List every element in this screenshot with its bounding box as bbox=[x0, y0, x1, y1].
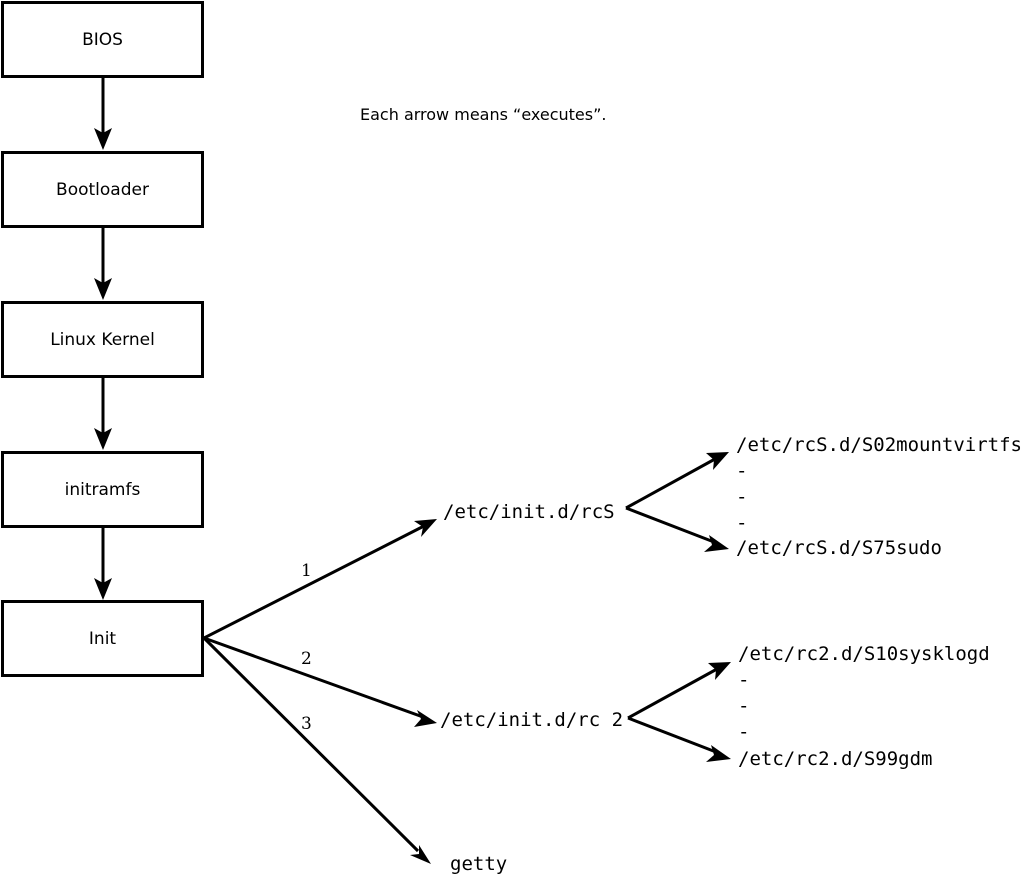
edge-kernel-to-initramfs bbox=[94, 377, 112, 450]
node-initramfs[interactable]: initramfs bbox=[1, 451, 204, 528]
boot-chain-group: BIOS Bootloader Linux Kernel bbox=[1, 1, 204, 677]
edge-label-3: 3 bbox=[301, 714, 312, 734]
init-fanout-group: 1 2 3 bbox=[202, 519, 437, 864]
node-init-box[interactable] bbox=[1, 600, 204, 677]
rcs-scripts-fanout: /etc/rcS.d/S02mountvirtfs - - - /etc/rcS… bbox=[625, 434, 1022, 559]
node-bios[interactable]: BIOS bbox=[1, 1, 204, 78]
edge-bootloader-to-kernel bbox=[94, 227, 112, 300]
rc2-script-first: /etc/rc2.d/S10sysklogd bbox=[738, 643, 990, 665]
rc2-ellipsis-dash-2: - bbox=[738, 695, 749, 717]
node-bootloader[interactable]: Bootloader bbox=[1, 151, 204, 228]
arrowhead-icon bbox=[704, 535, 729, 552]
edge-label-2: 2 bbox=[301, 649, 312, 669]
edge-rc2-to-first-script bbox=[627, 662, 731, 720]
node-linux-kernel-box[interactable] bbox=[1, 301, 204, 378]
node-initramfs-box[interactable] bbox=[1, 451, 204, 528]
edge-initramfs-to-init bbox=[94, 527, 112, 600]
arrowhead-icon bbox=[94, 278, 112, 300]
rcs-ellipsis-dash-1: - bbox=[736, 460, 747, 482]
edge-init-to-getty: 3 bbox=[202, 636, 431, 864]
node-bootloader-label: Bootloader bbox=[56, 180, 149, 200]
node-init[interactable]: Init bbox=[1, 600, 204, 677]
node-init-label: Init bbox=[89, 629, 117, 649]
rcs-ellipsis-dash-2: - bbox=[736, 486, 747, 508]
arrowhead-icon bbox=[706, 452, 729, 470]
edge-rcs-to-last-script bbox=[625, 506, 729, 552]
rc2-script-last: /etc/rc2.d/S99gdm bbox=[738, 748, 932, 770]
rc2-ellipsis-dash-1: - bbox=[738, 669, 749, 691]
rc2-scripts-fanout: /etc/rc2.d/S10sysklogd - - - /etc/rc2.d/… bbox=[627, 643, 990, 770]
node-bios-box[interactable] bbox=[1, 1, 204, 78]
rcs-ellipsis-dash-3: - bbox=[736, 512, 747, 534]
arrowhead-icon bbox=[94, 128, 112, 150]
edge-init-to-rc2: 2 bbox=[203, 636, 437, 727]
rcs-script-first: /etc/rcS.d/S02mountvirtfs bbox=[736, 434, 1022, 456]
arrowhead-icon bbox=[94, 578, 112, 600]
arrowhead-icon bbox=[708, 662, 731, 680]
arrowhead-icon bbox=[414, 519, 437, 537]
rcs-script-last: /etc/rcS.d/S75sudo bbox=[736, 537, 942, 559]
arrowhead-icon bbox=[410, 845, 431, 864]
node-rcs-label[interactable]: /etc/init.d/rcS bbox=[443, 501, 615, 523]
arrowhead-icon bbox=[706, 745, 731, 762]
node-getty-label[interactable]: getty bbox=[450, 853, 507, 875]
edge-rcs-to-first-script bbox=[625, 452, 729, 510]
node-linux-kernel-label: Linux Kernel bbox=[50, 330, 155, 350]
arrowhead-icon bbox=[94, 428, 112, 450]
edge-rc2-to-last-script bbox=[627, 716, 731, 762]
arrowhead-icon bbox=[414, 710, 437, 727]
node-bios-label: BIOS bbox=[82, 30, 123, 50]
node-initramfs-label: initramfs bbox=[65, 480, 141, 500]
edge-bios-to-bootloader bbox=[94, 77, 112, 150]
rc2-ellipsis-dash-3: - bbox=[738, 721, 749, 743]
node-rc2-label[interactable]: /etc/init.d/rc 2 bbox=[440, 709, 623, 731]
node-bootloader-box[interactable] bbox=[1, 151, 204, 228]
edge-label-1: 1 bbox=[301, 561, 312, 581]
legend-note: Each arrow means “executes”. bbox=[360, 105, 606, 124]
node-linux-kernel[interactable]: Linux Kernel bbox=[1, 301, 204, 378]
edge-init-to-rcs: 1 bbox=[203, 519, 437, 640]
